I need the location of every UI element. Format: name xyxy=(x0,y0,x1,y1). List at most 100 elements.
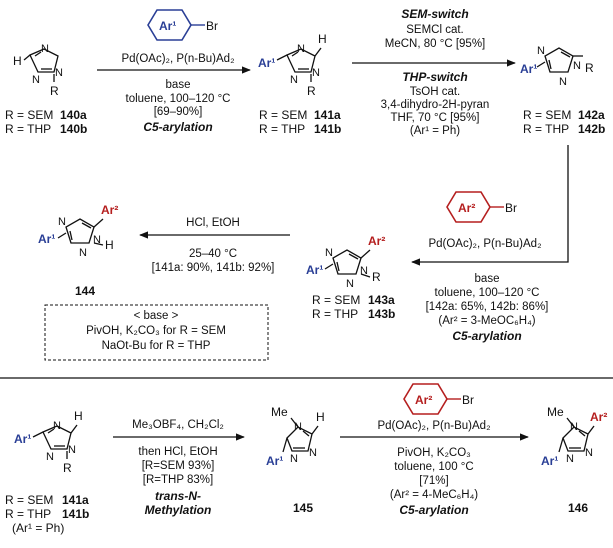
arrow-r3 xyxy=(411,145,569,266)
reagent-ar2-br-2: Ar² Br xyxy=(403,383,474,415)
atom-n4: N xyxy=(41,43,49,55)
atom-n2: N xyxy=(79,247,87,259)
thp-reagent: TsOH cat. xyxy=(410,86,460,98)
ar2-label: Ar² xyxy=(415,393,432,407)
br-label: Br xyxy=(462,393,474,407)
atom-r: R xyxy=(372,270,381,284)
label-141b-r-row3: R = THP xyxy=(5,507,51,521)
label-141b-row3: 141b xyxy=(62,507,89,521)
label-140b-r: R = THP xyxy=(5,122,51,136)
label-142b-r: R = THP xyxy=(523,122,569,136)
atom-n4: N xyxy=(325,247,333,259)
r1-base: base xyxy=(166,79,191,91)
atom-n4: N xyxy=(53,420,61,432)
r3-base: base xyxy=(475,273,500,285)
br-label: Br xyxy=(505,201,517,215)
r1-conditions: toluene, 100–120 °C xyxy=(126,93,231,105)
atom-n2: N xyxy=(290,74,298,86)
label-145: 145 xyxy=(293,501,313,515)
r6-title: C5-arylation xyxy=(399,503,468,517)
atom-ar1: Ar¹ xyxy=(541,454,558,468)
r5-yield-thp: [R=THP 83%] xyxy=(143,474,213,486)
atom-n2: N xyxy=(46,451,54,463)
r1-title: C5-arylation xyxy=(143,120,212,134)
r5-yield-sem: [R=SEM 93%] xyxy=(142,460,215,472)
structure-144: Ar² N N N Ar¹ H xyxy=(38,203,118,259)
atom-ar1: Ar¹ xyxy=(520,62,537,76)
base-info-box xyxy=(44,304,269,361)
atom-ar2: Ar² xyxy=(368,234,385,248)
base-box-line1: PivOH, K₂CO₃ for R = SEM xyxy=(86,325,226,337)
atom-r: R xyxy=(50,84,59,98)
atom-n: N xyxy=(570,421,578,433)
ar2-label: Ar² xyxy=(458,201,475,215)
sem-switch-title: SEM-switch xyxy=(401,7,468,21)
r4-yield: [141a: 90%, 141b: 92%] xyxy=(152,262,275,274)
structure-141-row3: H N N N Ar¹ R xyxy=(14,409,83,475)
label-143b-r: R = THP xyxy=(312,307,358,321)
thp-switch-title: THP-switch xyxy=(402,70,467,84)
atom-h: H xyxy=(74,409,83,423)
atom-n: N xyxy=(294,421,302,433)
atom-ar1: Ar¹ xyxy=(38,232,55,246)
label-143a-r: R = SEM xyxy=(312,293,360,307)
atom-r: R xyxy=(307,84,316,98)
atom-h: H xyxy=(105,238,114,252)
atom-n1: N xyxy=(93,234,101,246)
r6-catalyst: Pd(OAc)₂, P(n-Bu)Ad₂ xyxy=(377,420,490,432)
r6-base: PivOH, K₂CO₃ xyxy=(397,447,471,459)
structure-140: N N N H R xyxy=(13,43,63,98)
label-141a-row3: 141a xyxy=(62,493,89,507)
label-141a-r-row3: R = SEM xyxy=(5,493,53,507)
r5-reagent2: then HCl, EtOH xyxy=(138,446,217,458)
r5-title2: Methylation xyxy=(145,503,212,517)
sem-reagent: SEMCl cat. xyxy=(406,24,464,36)
atom-n1: N xyxy=(585,447,593,459)
atom-n2: N xyxy=(32,74,40,86)
atom-n1: N xyxy=(309,447,317,459)
atom-h: H xyxy=(316,410,325,424)
label-140a: 140a xyxy=(60,108,87,122)
label-141b-r: R = THP xyxy=(259,122,305,136)
label-140a-r: R = SEM xyxy=(5,108,53,122)
structure-145: Me N H N N Ar¹ xyxy=(266,405,325,468)
atom-ar1: Ar¹ xyxy=(266,454,283,468)
label-140b: 140b xyxy=(60,122,87,136)
structure-146: Me N Ar² N N Ar¹ xyxy=(541,405,607,468)
structure-142: N N N Ar¹ R xyxy=(520,45,594,88)
r6-note: (Ar² = 4-MeC₆H₄) xyxy=(390,489,478,501)
r5-reagent: Me₃OBF₄, CH₂Cl₂ xyxy=(132,419,224,431)
atom-n1: N xyxy=(573,60,581,72)
thp-reagent2: 3,4-dihydro-2H-pyran xyxy=(381,99,490,111)
atom-ar2: Ar² xyxy=(590,410,607,424)
r3-note: (Ar² = 3-MeOC₆H₄) xyxy=(438,315,535,327)
atom-ar1: Ar¹ xyxy=(306,263,323,277)
reagent-ar1-br: Ar¹ Br xyxy=(147,9,218,41)
r5-title: trans-N- xyxy=(155,489,201,503)
atom-n4: N xyxy=(297,43,305,55)
base-box-title: < base > xyxy=(134,310,179,322)
atom-r: R xyxy=(585,61,594,75)
atom-n2: N xyxy=(559,76,567,88)
r3-conditions: toluene, 100–120 °C xyxy=(435,287,540,299)
r6-conditions: toluene, 100 °C xyxy=(394,461,473,473)
atom-n2: N xyxy=(346,278,354,290)
br-label: Br xyxy=(206,19,218,33)
atom-ar1: Ar¹ xyxy=(14,432,31,446)
atom-n4: N xyxy=(58,216,66,228)
r3-catalyst: Pd(OAc)₂, P(n-Bu)Ad₂ xyxy=(428,238,541,250)
atom-n1: N xyxy=(312,67,320,79)
base-box-line2: NaOt-Bu for R = THP xyxy=(102,340,211,352)
label-142a: 142a xyxy=(578,108,605,122)
label-144: 144 xyxy=(75,284,95,298)
label-ar1-note: (Ar¹ = Ph) xyxy=(12,521,64,535)
label-146: 146 xyxy=(568,501,588,515)
r1-yield: [69–90%] xyxy=(154,106,203,118)
atom-h: H xyxy=(318,32,327,46)
atom-me: Me xyxy=(271,405,288,419)
atom-n4: N xyxy=(537,45,545,57)
r4-reagent: HCl, EtOH xyxy=(186,217,240,229)
structure-141: H N N N Ar¹ R xyxy=(258,32,327,98)
r6-yield: [71%] xyxy=(419,475,448,487)
